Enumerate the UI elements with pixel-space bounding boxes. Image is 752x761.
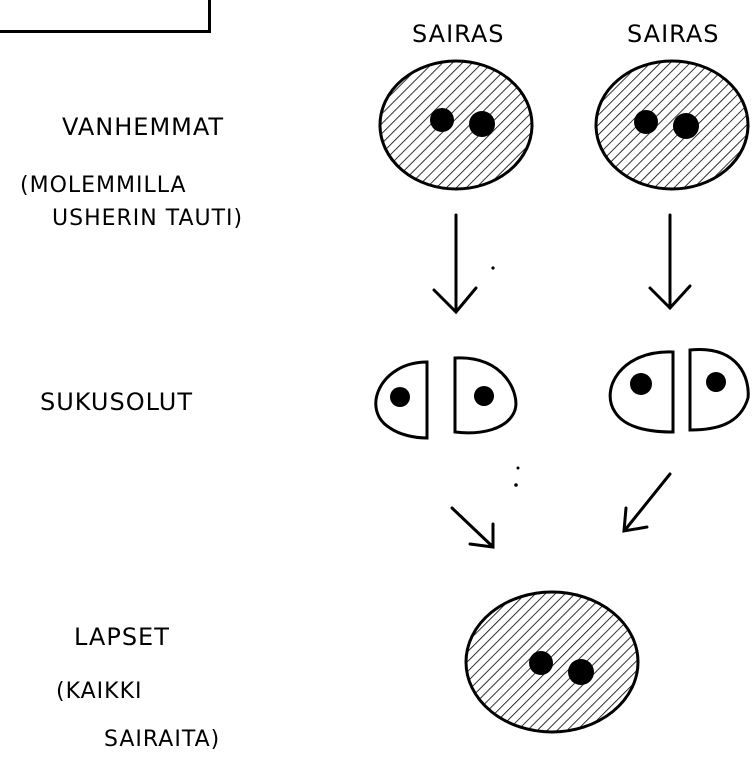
children-note-line1: (KAIKKI xyxy=(56,679,143,704)
stray-dot xyxy=(516,466,520,470)
stray-dot xyxy=(491,266,495,270)
parents-note-line1: (MOLEMMILLA xyxy=(20,173,187,198)
gametes-row-title: SUKUSOLUT xyxy=(40,388,193,416)
parent-left-status-label: SAIRAS xyxy=(412,20,505,48)
parents-note-line2: USHERIN TAUTI) xyxy=(52,206,243,231)
child-cell xyxy=(464,590,640,734)
gamete-left-2 xyxy=(453,356,518,435)
corner-label: 1. xyxy=(146,0,163,5)
children-row-title: LAPSET xyxy=(74,623,170,651)
arrow-right-down xyxy=(648,213,692,311)
gamete-right-2 xyxy=(688,348,750,432)
corner-frame: 1. xyxy=(0,0,211,33)
parent-cell-right xyxy=(594,59,750,191)
parent-right-status-label: SAIRAS xyxy=(627,20,720,48)
arrow-child-right xyxy=(622,472,672,533)
arrow-child-left xyxy=(450,506,495,549)
stray-dot xyxy=(514,483,518,487)
gamete-right-1 xyxy=(608,350,675,434)
arrow-left-down xyxy=(432,213,478,315)
children-note-line2: SAIRAITA) xyxy=(104,727,220,752)
parent-cell-left xyxy=(378,59,534,191)
gamete-left-1 xyxy=(374,360,429,440)
parents-row-title: VANHEMMAT xyxy=(62,113,224,141)
